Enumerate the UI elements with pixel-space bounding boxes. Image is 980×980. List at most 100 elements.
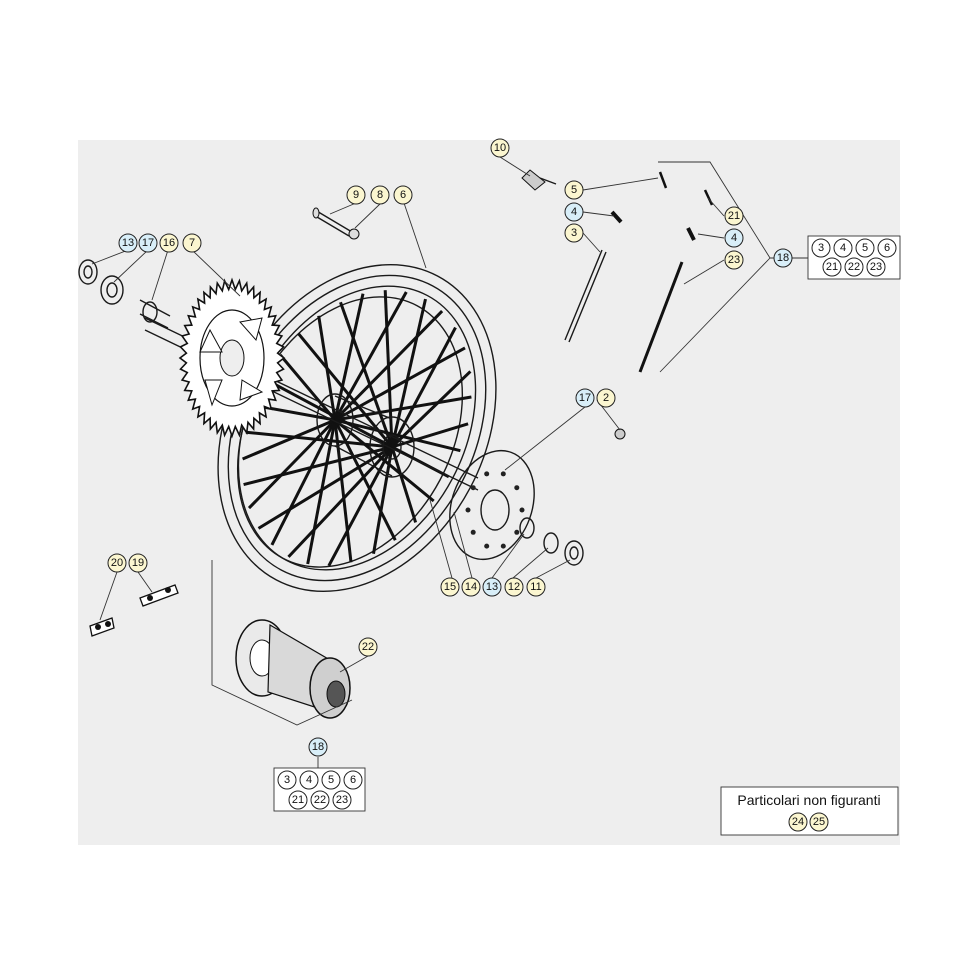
spoke bbox=[257, 445, 393, 530]
svg-text:3: 3 bbox=[818, 242, 824, 254]
spoke bbox=[390, 326, 457, 448]
callout-3: 3 bbox=[564, 223, 584, 243]
svg-text:10: 10 bbox=[494, 142, 506, 154]
svg-text:23: 23 bbox=[870, 261, 882, 273]
disc-hole bbox=[484, 471, 490, 477]
disc-hole bbox=[514, 529, 520, 535]
svg-text:23: 23 bbox=[336, 794, 348, 806]
chain-link bbox=[89, 584, 179, 637]
svg-text:6: 6 bbox=[884, 242, 890, 254]
svg-text:4: 4 bbox=[571, 206, 577, 218]
callout-6: 6 bbox=[393, 185, 413, 205]
svg-text:20: 20 bbox=[111, 557, 123, 569]
svg-text:21: 21 bbox=[292, 794, 304, 806]
svg-text:24: 24 bbox=[792, 816, 804, 828]
svg-text:4: 4 bbox=[306, 774, 312, 786]
svg-text:12: 12 bbox=[508, 581, 520, 593]
callout-18b: 18 bbox=[308, 737, 328, 757]
svg-text:22: 22 bbox=[362, 641, 374, 653]
svg-text:13: 13 bbox=[122, 237, 134, 249]
disc-hole bbox=[519, 507, 525, 513]
svg-text:16: 16 bbox=[163, 237, 175, 249]
svg-text:14: 14 bbox=[465, 581, 477, 593]
spoke bbox=[372, 446, 394, 554]
callout-21: 21 bbox=[724, 206, 744, 226]
svg-text:4: 4 bbox=[840, 242, 846, 254]
callout-5: 5 bbox=[564, 180, 584, 200]
svg-text:6: 6 bbox=[400, 189, 406, 201]
spoke bbox=[390, 446, 418, 523]
disc-hole bbox=[470, 485, 476, 491]
disc-hole bbox=[470, 529, 476, 535]
callout-14: 14 bbox=[461, 577, 481, 597]
svg-text:21: 21 bbox=[826, 261, 838, 273]
left-bearings bbox=[78, 259, 171, 329]
spoke bbox=[334, 395, 472, 422]
kit-box-b: 3 4 5 6 21 22 23 bbox=[273, 767, 366, 812]
spoke bbox=[339, 301, 394, 448]
spoke bbox=[245, 430, 393, 449]
callout-19: 19 bbox=[128, 553, 148, 573]
spoke bbox=[243, 445, 393, 487]
callout-23: 23 bbox=[724, 250, 744, 270]
svg-text:23: 23 bbox=[728, 254, 740, 266]
svg-text:15: 15 bbox=[444, 581, 456, 593]
callout-20: 20 bbox=[107, 553, 127, 573]
disc-hole bbox=[484, 543, 490, 549]
svg-text:3: 3 bbox=[284, 774, 290, 786]
callout-4a: 4 bbox=[564, 202, 584, 222]
svg-text:22: 22 bbox=[314, 794, 326, 806]
spoke bbox=[333, 293, 365, 421]
spoke bbox=[279, 354, 337, 421]
svg-text:5: 5 bbox=[571, 184, 577, 196]
spoke bbox=[242, 418, 336, 461]
spoke bbox=[383, 290, 394, 448]
svg-text:4: 4 bbox=[731, 232, 737, 244]
callout-17a: 17 bbox=[138, 233, 158, 253]
spoke bbox=[334, 346, 466, 422]
svg-text:18: 18 bbox=[312, 741, 324, 753]
callout-12: 12 bbox=[504, 577, 524, 597]
callout-7: 7 bbox=[182, 233, 202, 253]
spoke bbox=[333, 310, 444, 422]
spoke bbox=[333, 419, 353, 563]
svg-text:19: 19 bbox=[132, 557, 144, 569]
disc-hole bbox=[465, 507, 471, 513]
spoke-detail-right bbox=[638, 189, 714, 373]
svg-text:6: 6 bbox=[350, 774, 356, 786]
spoke bbox=[390, 298, 427, 448]
disc-bolt bbox=[614, 428, 626, 440]
callout-10: 10 bbox=[490, 138, 510, 158]
svg-text:17: 17 bbox=[579, 392, 591, 404]
kit-box-a: 3 4 5 6 21 22 23 bbox=[807, 235, 901, 280]
svg-text:22: 22 bbox=[848, 261, 860, 273]
callout-8: 8 bbox=[370, 185, 390, 205]
callout-11: 11 bbox=[526, 577, 546, 597]
svg-text:13: 13 bbox=[486, 581, 498, 593]
spoke bbox=[297, 332, 394, 448]
spoke bbox=[390, 370, 472, 449]
spoke bbox=[317, 315, 337, 421]
spoke bbox=[334, 418, 461, 453]
spoke bbox=[333, 419, 397, 541]
svg-text:8: 8 bbox=[377, 189, 383, 201]
svg-text:5: 5 bbox=[328, 774, 334, 786]
spoke bbox=[333, 291, 408, 421]
sprocket-bolt bbox=[312, 207, 360, 240]
callout-9: 9 bbox=[346, 185, 366, 205]
callout-16: 16 bbox=[159, 233, 179, 253]
hub-assembly bbox=[235, 619, 351, 719]
callout-22: 22 bbox=[358, 637, 378, 657]
legend-item-24: 24 bbox=[788, 812, 808, 832]
svg-text:21: 21 bbox=[728, 210, 740, 222]
spoke-detail-left bbox=[564, 171, 668, 343]
svg-text:2: 2 bbox=[603, 392, 609, 404]
callout-2: 2 bbox=[596, 388, 616, 408]
svg-text:25: 25 bbox=[813, 816, 825, 828]
svg-text:17: 17 bbox=[142, 237, 154, 249]
legend-title: Particolari non figuranti bbox=[737, 792, 880, 808]
svg-text:3: 3 bbox=[571, 227, 577, 239]
svg-text:7: 7 bbox=[189, 237, 195, 249]
legend-box: Particolari non figuranti 24 25 bbox=[720, 786, 899, 836]
